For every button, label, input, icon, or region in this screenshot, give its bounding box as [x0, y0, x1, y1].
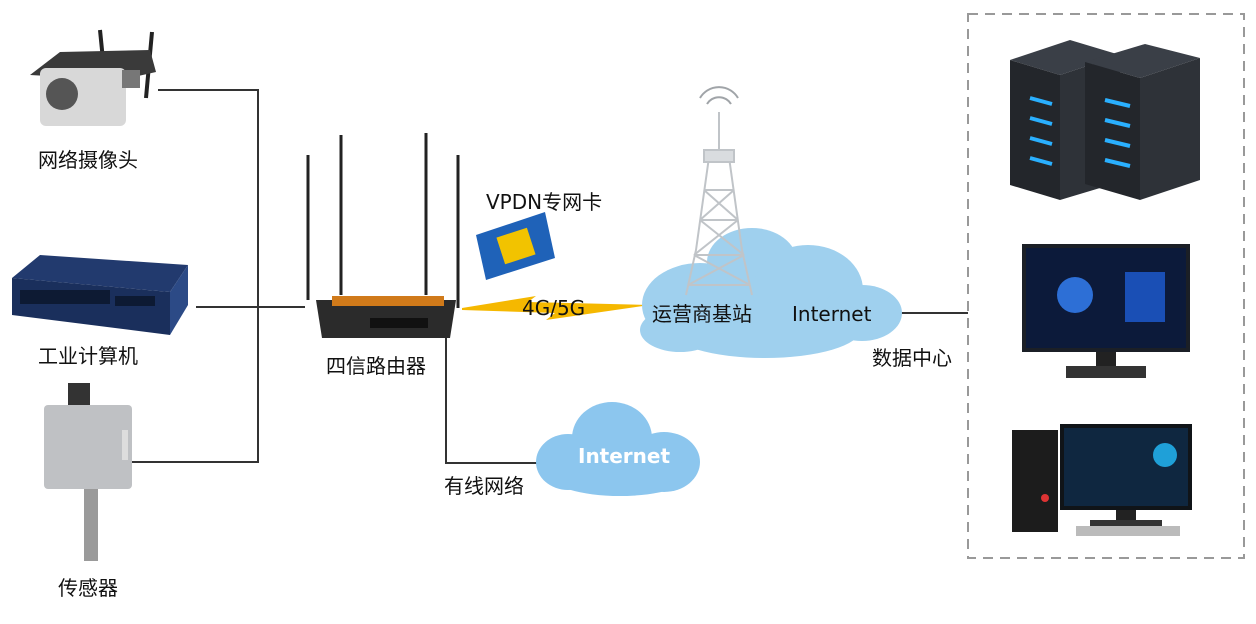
humidity-sensor-icon [44, 383, 132, 561]
server-rack-icon [1010, 40, 1200, 200]
4g-router-icon [306, 133, 460, 338]
ip-camera-icon [30, 29, 156, 126]
lightning-link [462, 296, 650, 320]
sensor-link-line [132, 307, 259, 463]
router-label: 四信路由器 [326, 354, 426, 378]
desktop-computer-icon [1012, 424, 1192, 536]
ipc-label: 工业计算机 [38, 344, 138, 368]
base-station-label: 运营商基站 [652, 302, 752, 326]
sensor-label: 传感器 [58, 576, 118, 600]
link-label: 4G/5G [522, 296, 586, 320]
cell-tower-icon [685, 86, 753, 296]
sim-card-icon [476, 212, 555, 280]
camera-link-line [158, 89, 259, 310]
internet-top-label: Internet [792, 302, 872, 326]
industrial-pc-icon [12, 255, 188, 335]
sim-label: VPDN专网卡 [486, 190, 603, 214]
internet-bottom-label: Internet [578, 444, 671, 468]
carrier-cloud [640, 228, 902, 358]
wired-internet-cloud [536, 402, 700, 496]
camera-label: 网络摄像头 [38, 148, 138, 172]
monitor-icon [1022, 244, 1190, 378]
datacenter-label: 数据中心 [872, 346, 952, 370]
datacenter-frame [967, 13, 1245, 559]
wired-link-line [445, 338, 540, 464]
wired-label: 有线网络 [444, 474, 524, 498]
